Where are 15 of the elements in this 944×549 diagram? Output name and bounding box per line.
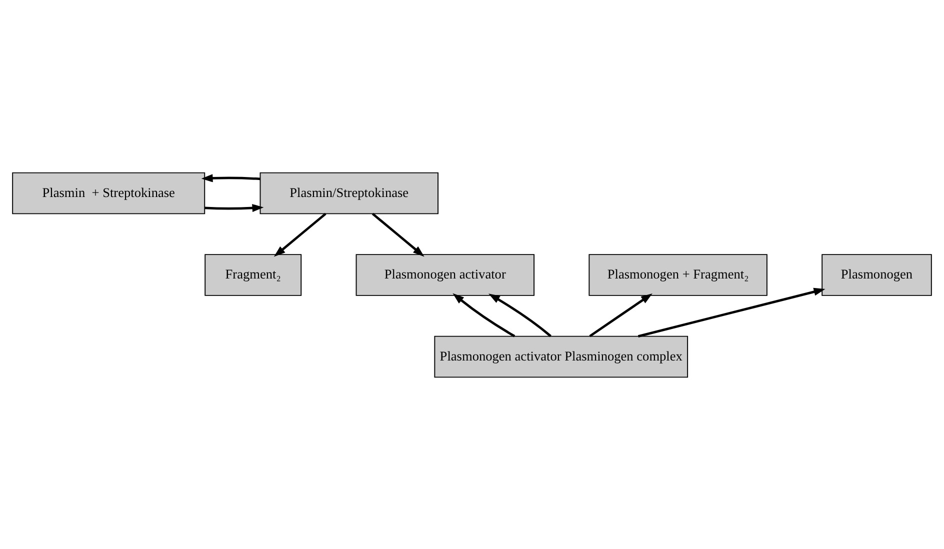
node-box: Plasmonogen + Fragment₂ [588, 254, 768, 296]
arrow [201, 174, 260, 182]
node-box: Plasmonogen activator Plasminogen complex [434, 335, 688, 378]
arrow [274, 212, 326, 256]
node-box: Fragment₂ [204, 254, 302, 296]
node-box: Plasmonogen activator [356, 254, 534, 296]
arrow [589, 292, 652, 337]
arrow [204, 204, 264, 212]
arrow [372, 212, 424, 256]
node-box: Plasmin/Streptokinase [260, 172, 438, 214]
arrow [452, 292, 516, 337]
arrow [488, 293, 552, 337]
node-box: Plasmonogen [822, 254, 932, 296]
arrow [638, 287, 826, 337]
node-box: Plasmin + Streptokinase [12, 172, 206, 214]
